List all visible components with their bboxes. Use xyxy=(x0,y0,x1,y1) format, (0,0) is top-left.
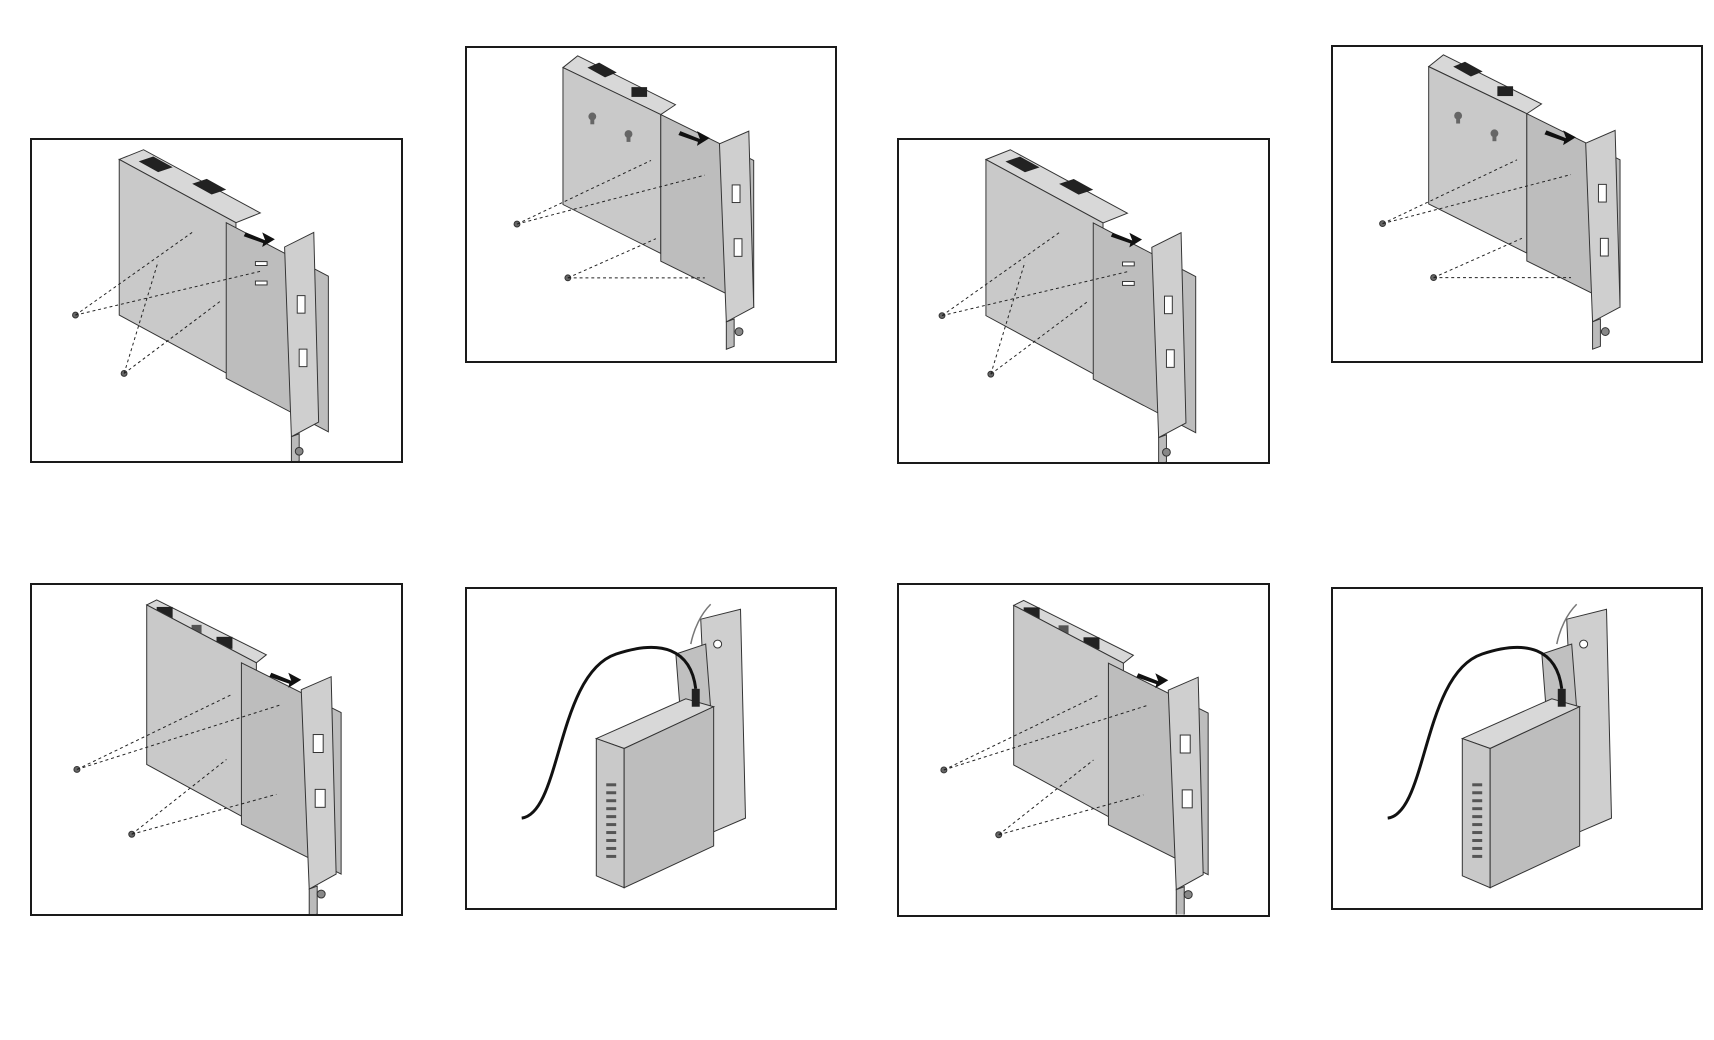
step-panel-7 xyxy=(897,583,1270,917)
bracket-mount-icon xyxy=(899,585,1268,915)
step-panel-3 xyxy=(897,138,1270,464)
step-panel-1 xyxy=(30,138,403,463)
power-cable-icon xyxy=(467,589,835,908)
step-panel-2 xyxy=(465,46,837,363)
step-panel-8 xyxy=(1331,587,1703,910)
bracket-mount-icon xyxy=(1333,47,1701,361)
power-cable-icon xyxy=(1333,589,1701,908)
bracket-mount-icon xyxy=(32,585,401,914)
step-panel-6 xyxy=(465,587,837,910)
bracket-mount-icon xyxy=(899,140,1268,462)
step-panel-4 xyxy=(1331,45,1703,363)
bracket-mount-icon xyxy=(32,140,401,461)
step-panel-5 xyxy=(30,583,403,916)
bracket-mount-icon xyxy=(467,48,835,361)
